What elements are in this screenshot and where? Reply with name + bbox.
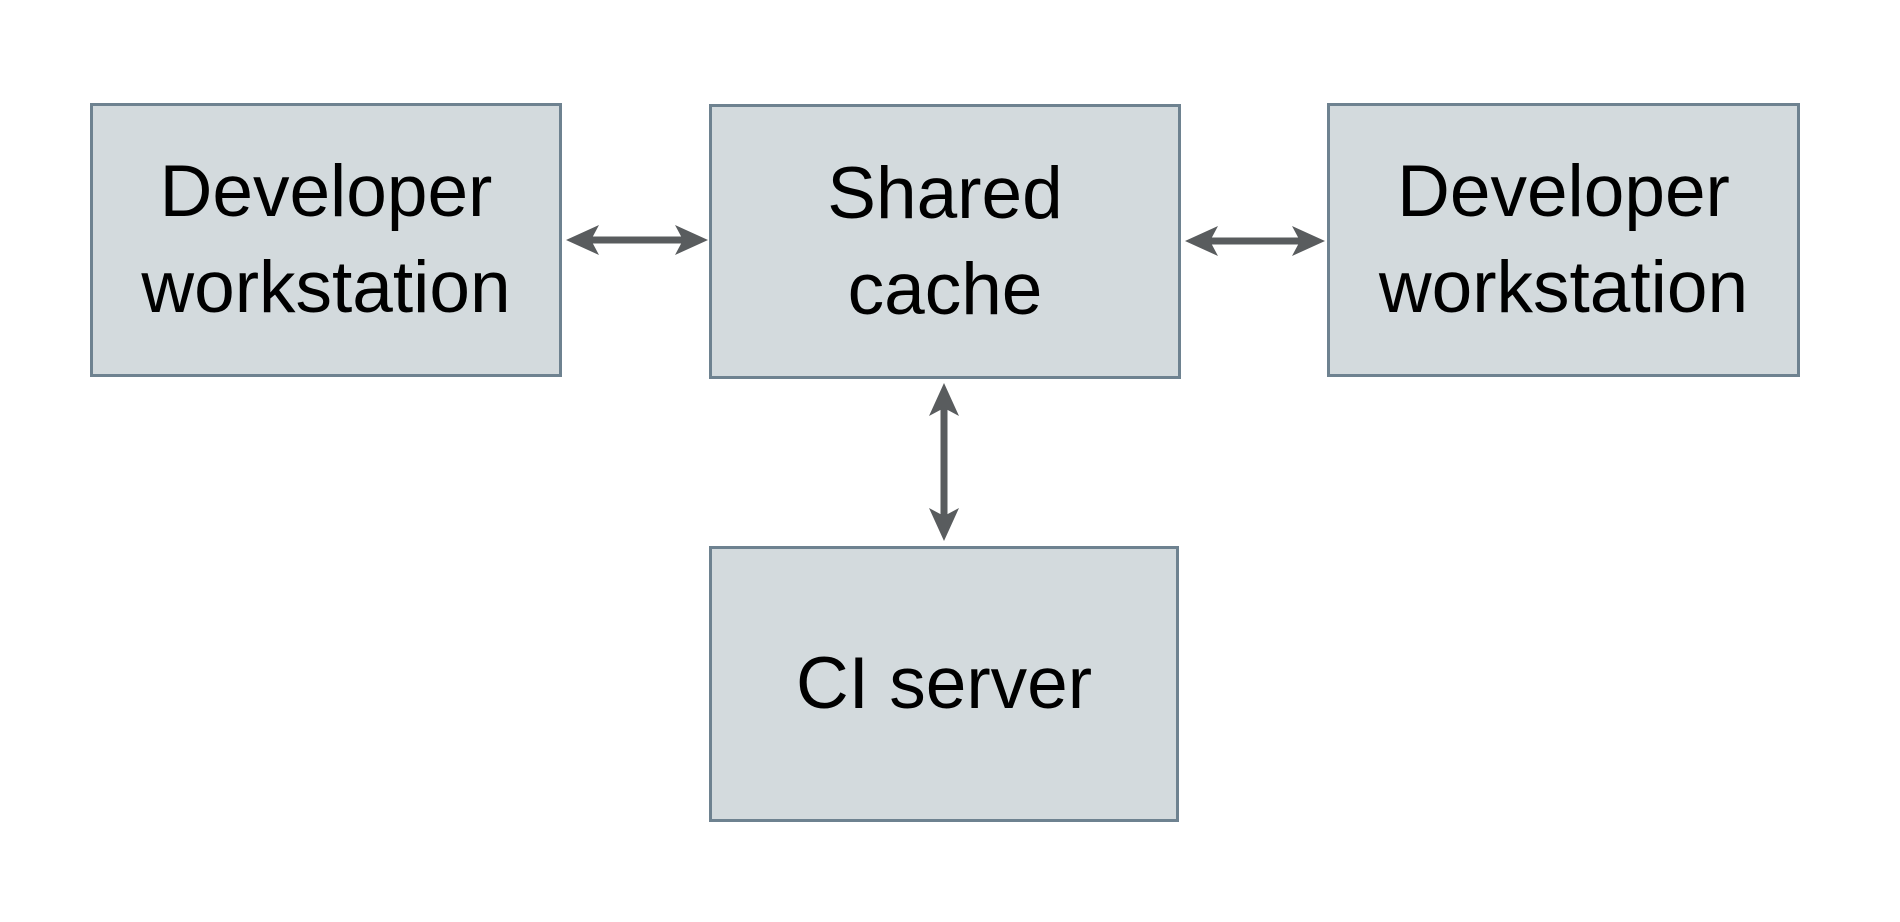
label-line: workstation (1378, 247, 1749, 328)
label-line: Developer (159, 151, 493, 232)
node-label-developer-workstation-left: Developer workstation (141, 144, 510, 336)
node-label-shared-cache: Shared cache (827, 146, 1062, 338)
bidirectional-arrow-shared-cache-right-workstation (1185, 226, 1325, 256)
arrowhead-left-icon (566, 225, 599, 255)
node-developer-workstation-right: Developer workstation (1327, 103, 1800, 377)
bidirectional-arrow-shared-cache-ci-server (929, 383, 959, 541)
arrowhead-right-icon (675, 225, 708, 255)
arrowhead-up-icon (929, 383, 959, 416)
label-line: workstation (141, 247, 511, 328)
label-line: cache (847, 248, 1043, 330)
label-line: CI server (795, 643, 1093, 724)
label-line: Developer (1397, 151, 1730, 232)
arrowhead-right-icon (1292, 226, 1325, 256)
node-ci-server: CI server (709, 546, 1179, 822)
arrowhead-down-icon (929, 508, 959, 541)
node-label-developer-workstation-right: Developer workstation (1379, 144, 1748, 336)
node-developer-workstation-left: Developer workstation (90, 103, 562, 377)
label-line: Shared (827, 152, 1063, 234)
node-label-ci-server: CI server (796, 636, 1092, 732)
arrowhead-left-icon (1185, 226, 1218, 256)
node-shared-cache: Shared cache (709, 104, 1181, 379)
bidirectional-arrow-left-workstation-shared-cache (566, 225, 708, 255)
